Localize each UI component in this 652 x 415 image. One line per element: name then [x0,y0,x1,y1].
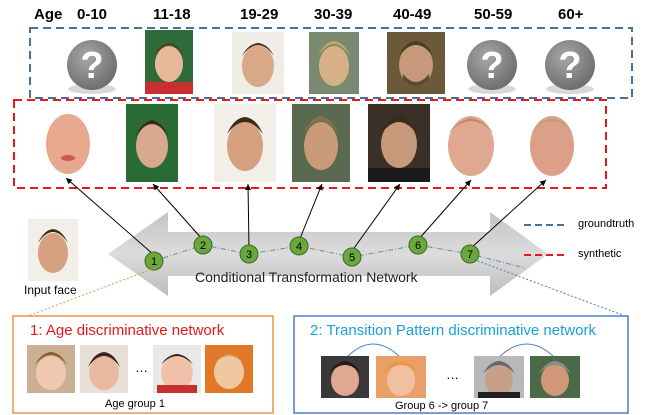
network-node-label-2: 2 [200,240,206,252]
age-group-label-3: 30-39 [314,6,353,23]
transition-arc-right [498,343,555,358]
legend-groundtruth-label: groundtruth [578,218,635,230]
synthetic-face-11-18 [126,104,178,182]
age-group-label-5: 50-59 [474,6,513,23]
transition-sample-face-3 [474,356,524,398]
input-link-right [469,257,626,317]
transition-sample-face-2 [376,356,426,398]
network-node-label-7: 7 [467,249,473,261]
transition-sample-face-4 [530,356,580,398]
network-node-3 [239,244,259,264]
groundtruth-face-40-49 [387,32,445,94]
transition-panel-ellipsis: … [446,367,459,382]
groundtruth-face-11-18 [145,30,193,94]
network-node-5 [342,247,362,267]
network-label: Conditional Transformation Network [195,269,418,285]
age-group-label-4: 40-49 [393,6,432,23]
connector-line-5 [351,183,401,252]
age-group-label-6: 60+ [558,6,584,23]
synthetic-face-60-plus [522,108,582,178]
network-node-6 [408,235,428,255]
age-panel-ellipsis: … [135,360,148,375]
transition-panel-caption: Group 6 -> group 7 [395,400,489,412]
groundtruth-box [29,27,633,99]
age-group-label-0: 0-10 [77,6,108,23]
age-sample-face-4 [205,345,253,393]
transition-arc-left [346,343,401,358]
connector-line-1 [65,177,155,256]
conditional-network-arrow [108,212,548,296]
legend-synthetic-label: synthetic [578,248,622,260]
svg-text:?: ? [558,45,581,87]
age-group-label-2: 19-29 [240,6,279,23]
age-group-label-1: 11-18 [153,6,191,23]
age-header-label: Age [34,6,63,23]
input-link-left [27,267,156,317]
network-node-label-3: 3 [246,249,252,261]
age-panel-caption: Age group 1 [105,398,165,410]
connector-line-6 [417,179,472,241]
age-sample-face-3 [153,345,201,393]
question-mark-icon: ? [538,37,602,95]
groundtruth-face-19-29 [232,32,284,94]
synthetic-box [13,99,607,189]
connector-line-2 [152,183,204,241]
age-panel-title: 1: Age discriminative network [30,322,225,339]
synthetic-face-0-10 [40,108,96,178]
network-node-label-6: 6 [415,240,421,252]
network-node-label-4: 4 [296,241,302,253]
connector-line-4 [298,183,323,242]
svg-text:?: ? [480,45,503,87]
network-node-4 [289,236,309,256]
synthetic-face-30-39 [292,104,350,182]
network-node-7 [460,244,480,264]
connector-line-3 [245,183,252,249]
age-sample-face-2 [80,345,128,393]
input-face-label: Input face [24,283,77,297]
question-mark-icon: ? [460,37,524,95]
network-node-label-1: 1 [151,256,157,268]
network-node-label-5: 5 [349,252,355,264]
groundtruth-face-30-39 [309,32,359,94]
transition-panel-title: 2: Transition Pattern discriminative net… [310,322,596,339]
question-mark-icon: ? [60,37,124,95]
transition-sample-face-1 [321,356,369,398]
input-face-image [28,219,78,281]
synthetic-face-50-59 [440,108,502,178]
connector-line-7 [469,179,547,250]
synthetic-face-19-29 [214,104,276,182]
network-nodes: 1 2 3 4 5 6 7 [144,235,480,271]
network-node-1 [144,251,164,271]
network-node-2 [193,235,213,255]
age-sample-face-1 [27,345,75,393]
svg-text:?: ? [80,45,103,87]
synthetic-face-40-49 [368,104,430,182]
